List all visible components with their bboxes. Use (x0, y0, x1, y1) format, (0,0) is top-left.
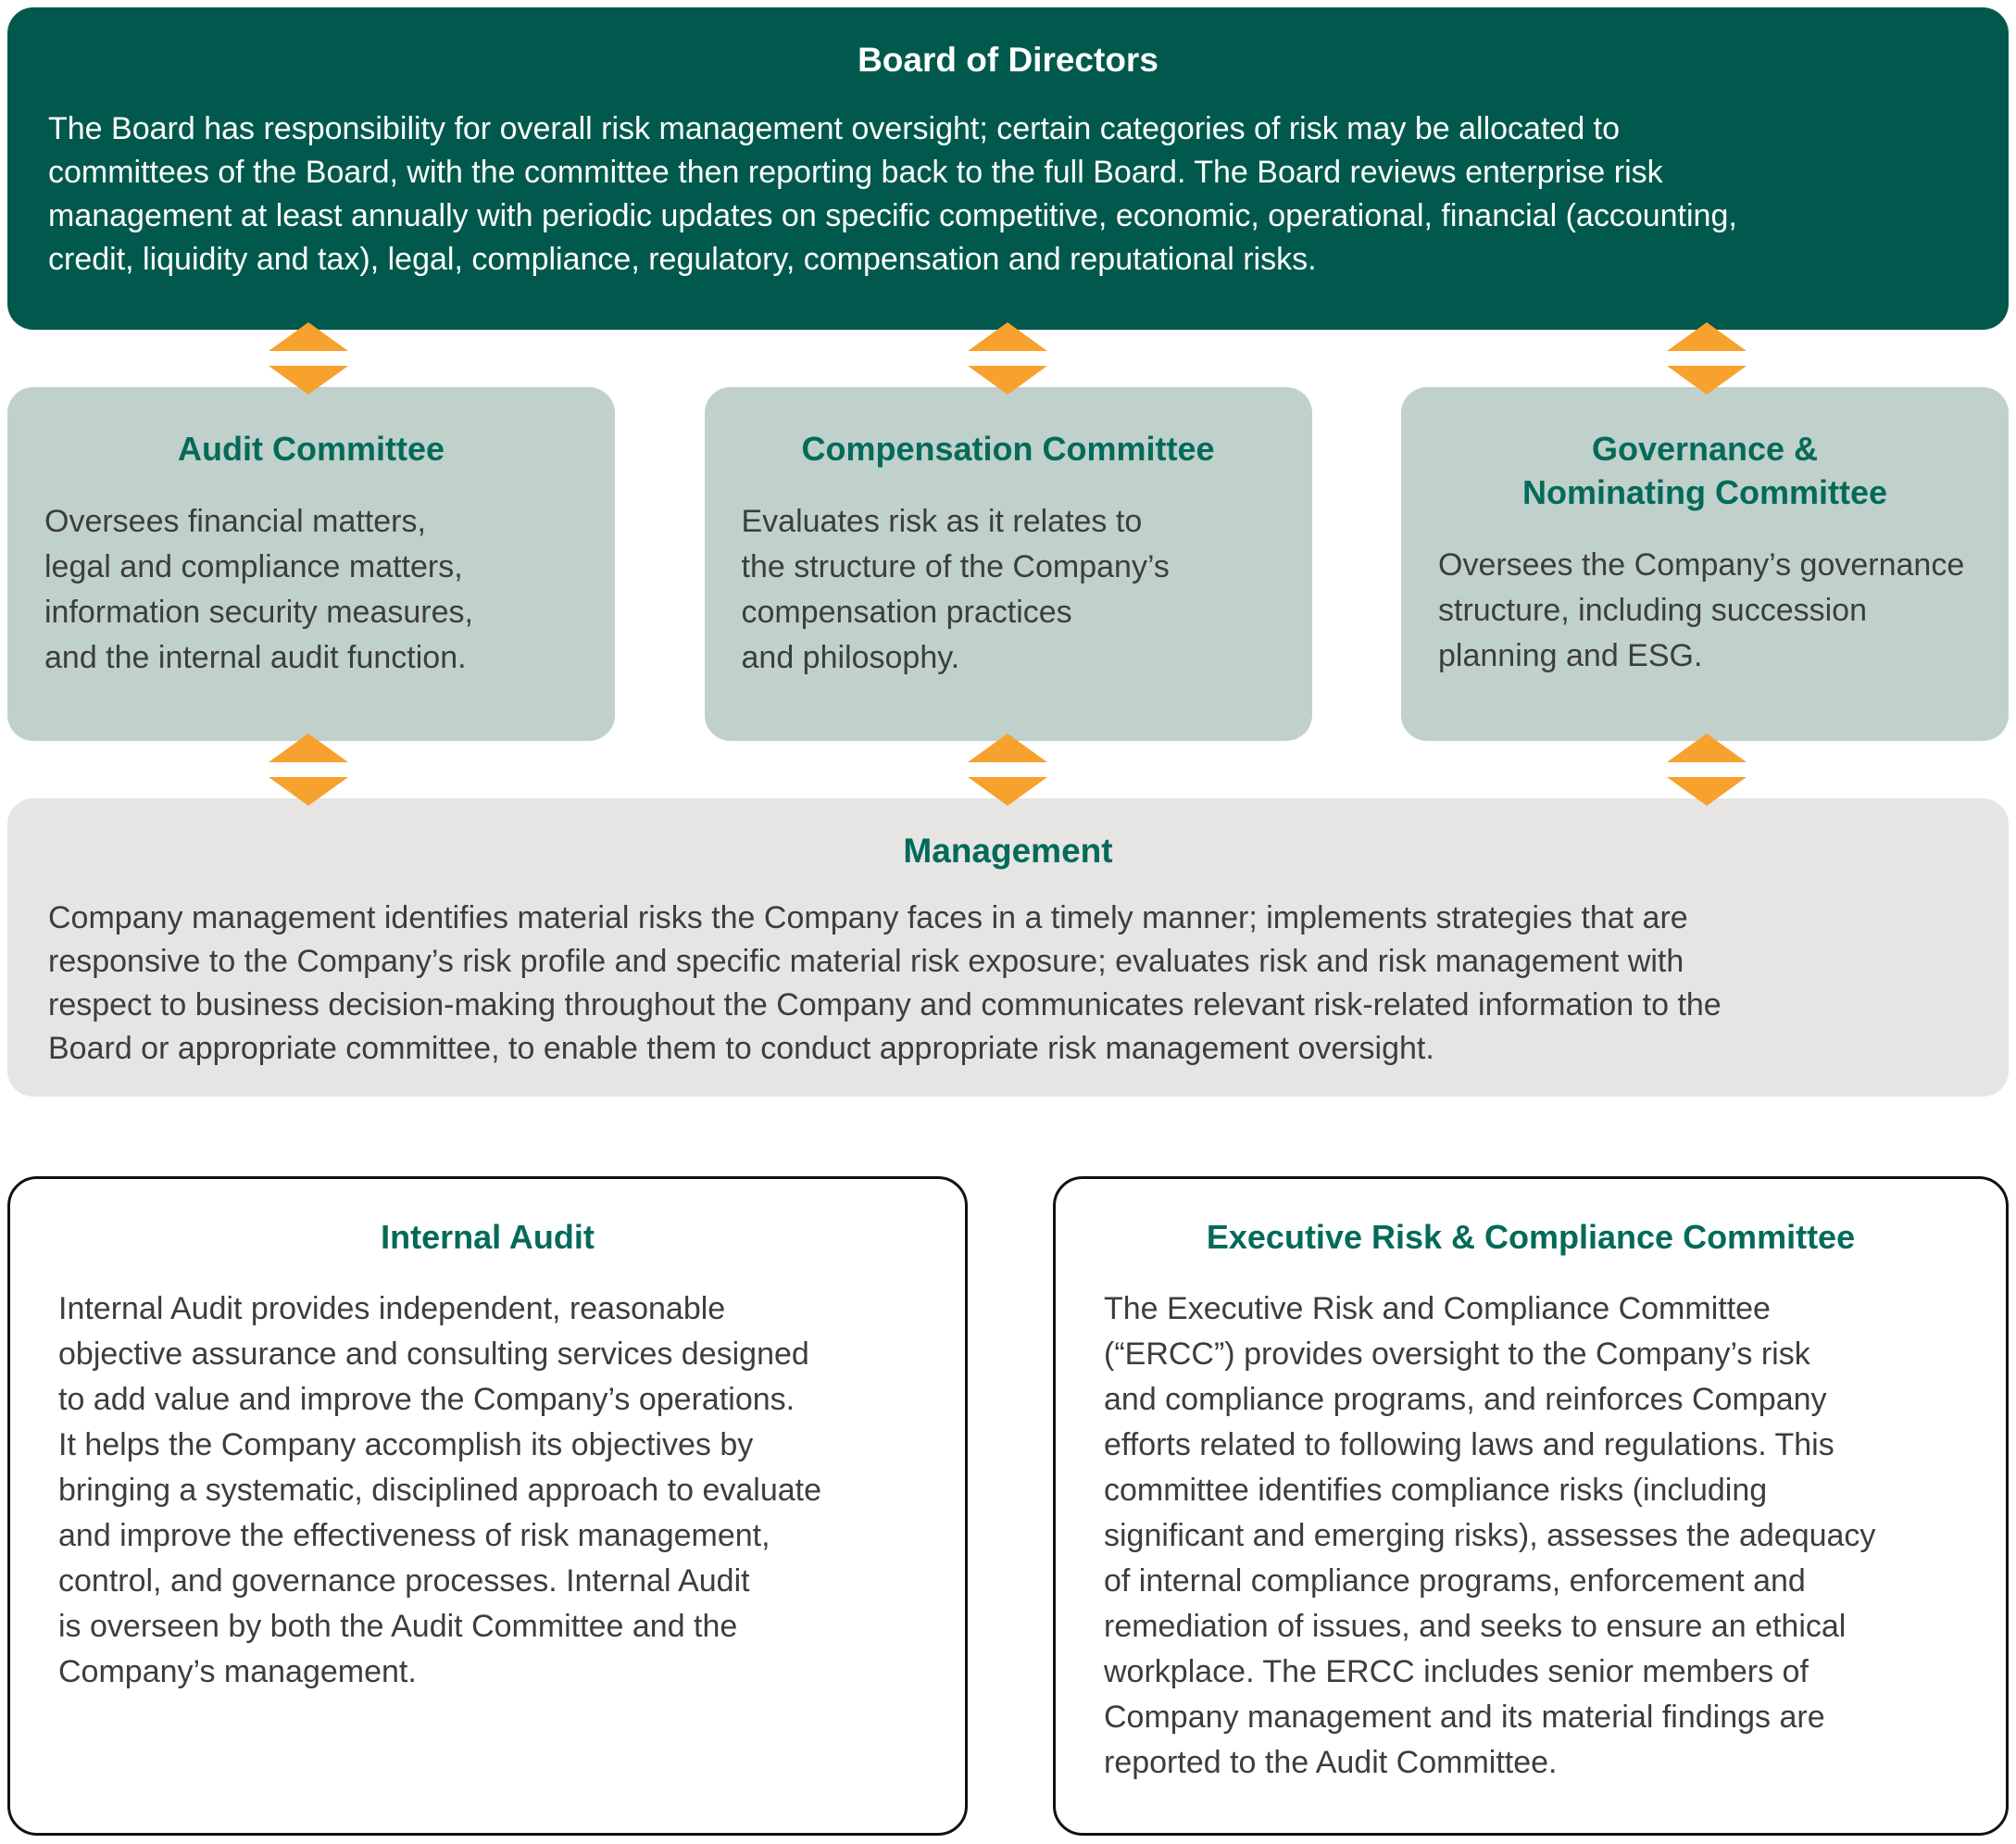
management-box: Management Company management identifies… (7, 798, 2009, 1097)
governance-nominating-committee-title: Governance & Nominating Committee (1521, 430, 1887, 511)
governance-nominating-committee-description: Oversees the Company’s governance struct… (1438, 546, 1965, 673)
arrow-down-icon (968, 777, 1047, 806)
arrow-down-icon (1667, 366, 1747, 395)
audit-committee-description: Oversees financial matters, legal and co… (44, 503, 473, 675)
up-down-arrow-icon (269, 734, 348, 806)
arrow-down-icon (1667, 777, 1747, 806)
board-of-directors-box: Board of Directors The Board has respons… (7, 7, 2009, 330)
up-down-arrow-icon (968, 734, 1047, 806)
up-down-arrow-icon (1667, 734, 1747, 806)
arrow-down-icon (269, 777, 348, 806)
up-down-arrow-icon (968, 322, 1047, 395)
connector-row-bottom (0, 734, 2016, 806)
up-down-arrow-icon (269, 322, 348, 395)
committee-row: Audit Committee Oversees financial matte… (7, 387, 2009, 741)
compensation-committee-description: Evaluates risk as it relates to the stru… (741, 503, 1170, 675)
compensation-committee-title: Compensation Committee (801, 430, 1215, 468)
ercc-description: The Executive Risk and Compliance Commit… (1104, 1291, 1876, 1780)
arrow-up-icon (269, 734, 348, 762)
board-description: The Board has responsibility for overall… (48, 111, 1737, 277)
arrow-up-icon (968, 322, 1047, 351)
governance-nominating-committee-box: Governance & Nominating Committee Overse… (1401, 387, 2009, 741)
internal-audit-title: Internal Audit (381, 1218, 595, 1256)
internal-audit-description: Internal Audit provides independent, rea… (58, 1291, 822, 1689)
arrow-up-icon (1667, 322, 1747, 351)
arrow-down-icon (269, 366, 348, 395)
compensation-committee-box: Compensation Committee Evaluates risk as… (704, 387, 1312, 741)
up-down-arrow-icon (1667, 322, 1747, 395)
internal-audit-box: Internal Audit Internal Audit provides i… (7, 1176, 968, 1836)
ercc-title: Executive Risk & Compliance Committee (1206, 1218, 1856, 1256)
board-title: Board of Directors (858, 41, 1158, 79)
management-description: Company management identifies material r… (48, 900, 1722, 1066)
management-title: Management (903, 832, 1113, 870)
audit-committee-box: Audit Committee Oversees financial matte… (7, 387, 615, 741)
arrow-up-icon (269, 322, 348, 351)
audit-committee-title: Audit Committee (178, 430, 445, 468)
ercc-box: Executive Risk & Compliance Committee Th… (1053, 1176, 2009, 1836)
connector-row-top (0, 322, 2016, 395)
arrow-down-icon (968, 366, 1047, 395)
bottom-row: Internal Audit Internal Audit provides i… (7, 1176, 2009, 1836)
arrow-up-icon (968, 734, 1047, 762)
arrow-up-icon (1667, 734, 1747, 762)
